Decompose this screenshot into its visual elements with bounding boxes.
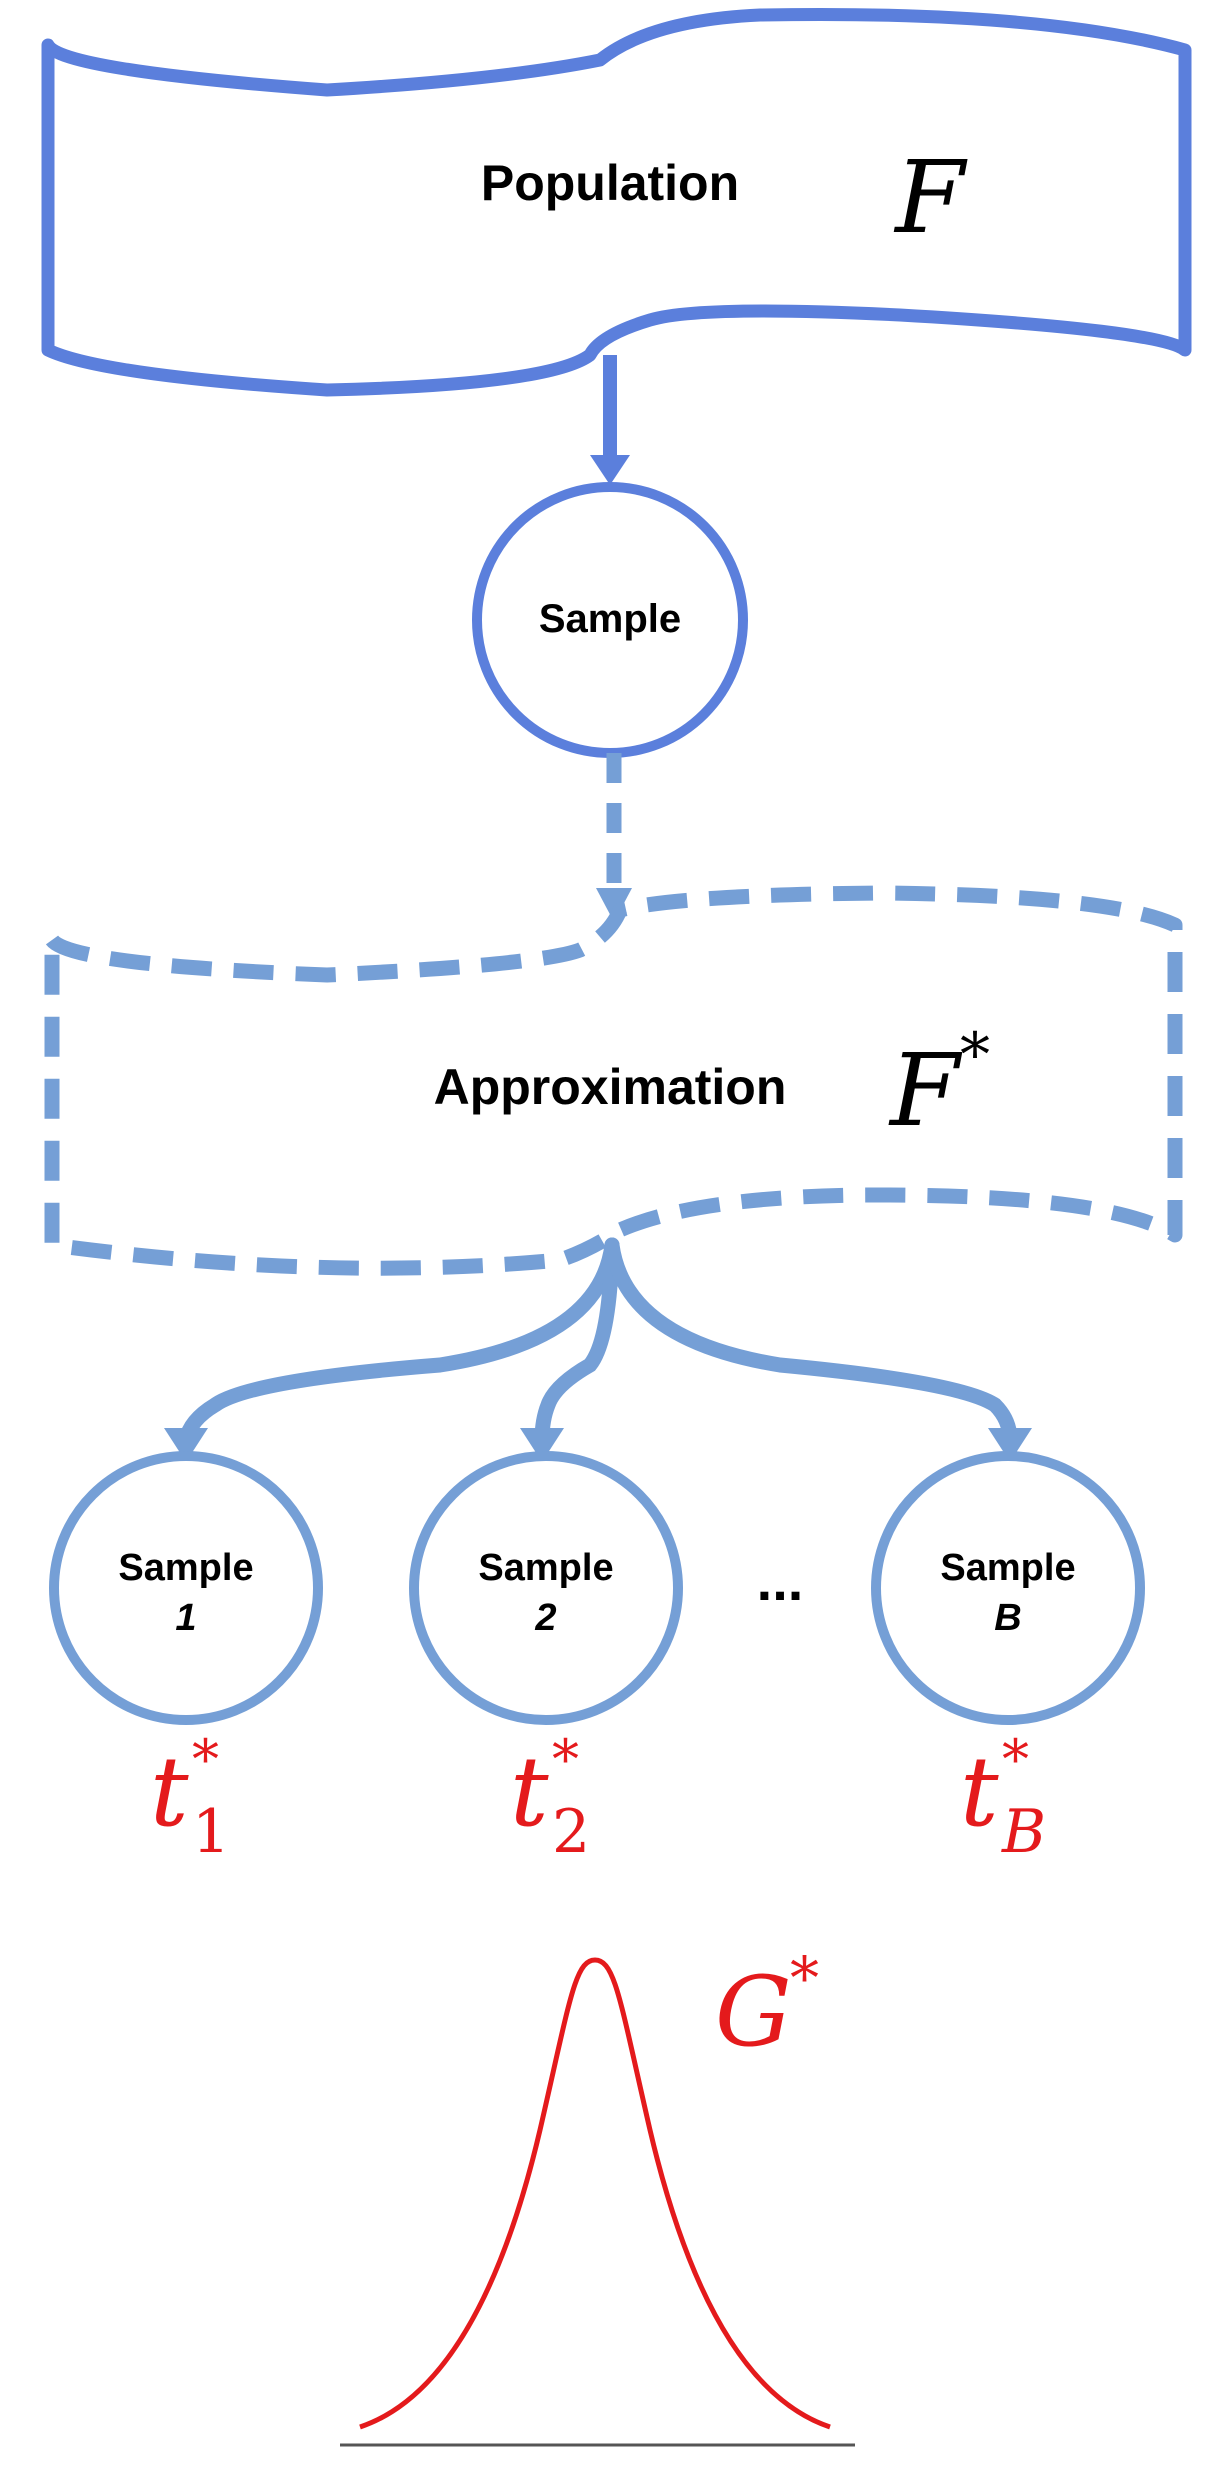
distribution-curve xyxy=(359,1957,831,2430)
svg-text:2: 2 xyxy=(552,1797,590,1867)
svg-text:F: F xyxy=(888,1032,963,1149)
svg-text:1: 1 xyxy=(192,1797,230,1867)
approximation-shape xyxy=(44,885,1183,1276)
sample-B-label: Sample xyxy=(940,1547,1075,1589)
sample-1-label: Sample xyxy=(118,1547,253,1589)
arrow-population-to-sample-head xyxy=(590,455,630,485)
stat-t2: t * 2 xyxy=(510,1728,590,1867)
bootstrap-sample-1: Sample 1 xyxy=(49,1451,323,1725)
svg-text:t: t xyxy=(150,1736,189,1848)
approximation-symbol: F * xyxy=(888,1020,990,1149)
bootstrap-sample-2: Sample 2 xyxy=(409,1451,683,1725)
sample-B-index: B xyxy=(994,1597,1021,1639)
population-label: Population xyxy=(481,155,739,211)
svg-text:t: t xyxy=(510,1736,549,1848)
stat-tB: t * B xyxy=(960,1728,1046,1867)
approximation-label: Approximation xyxy=(434,1059,787,1115)
arrow-to-sample-B xyxy=(604,1237,1018,1448)
bootstrap-sample-B: Sample B xyxy=(871,1451,1145,1725)
svg-text:B: B xyxy=(1001,1797,1046,1867)
ellipsis: ... xyxy=(757,1549,804,1612)
sample-1-index: 1 xyxy=(175,1597,196,1639)
arrow-head-sample-2 xyxy=(520,1428,564,1462)
sample-label: Sample xyxy=(539,597,681,641)
svg-text:*: * xyxy=(1002,1728,1029,1791)
distribution-symbol: G * xyxy=(715,1944,819,2068)
arrow-to-sample-2 xyxy=(534,1237,620,1448)
arrow-head-sample-B xyxy=(988,1428,1032,1462)
svg-text:*: * xyxy=(192,1728,219,1791)
svg-text:*: * xyxy=(960,1020,990,1090)
sample-2-index: 2 xyxy=(534,1597,556,1639)
svg-text:G: G xyxy=(715,1956,792,2068)
svg-text:*: * xyxy=(790,1944,819,2012)
arrow-head-sample-1 xyxy=(164,1428,208,1462)
svg-text:t: t xyxy=(960,1736,999,1848)
population-shape xyxy=(41,7,1192,397)
dashed-arrow-head xyxy=(596,888,632,922)
population-symbol: F xyxy=(893,139,968,256)
branching-arrows xyxy=(178,1237,1018,1448)
stat-t1: t * 1 xyxy=(150,1728,230,1867)
svg-text:*: * xyxy=(552,1728,579,1791)
arrow-to-sample-1 xyxy=(178,1237,620,1448)
sample-2-label: Sample xyxy=(478,1547,613,1589)
